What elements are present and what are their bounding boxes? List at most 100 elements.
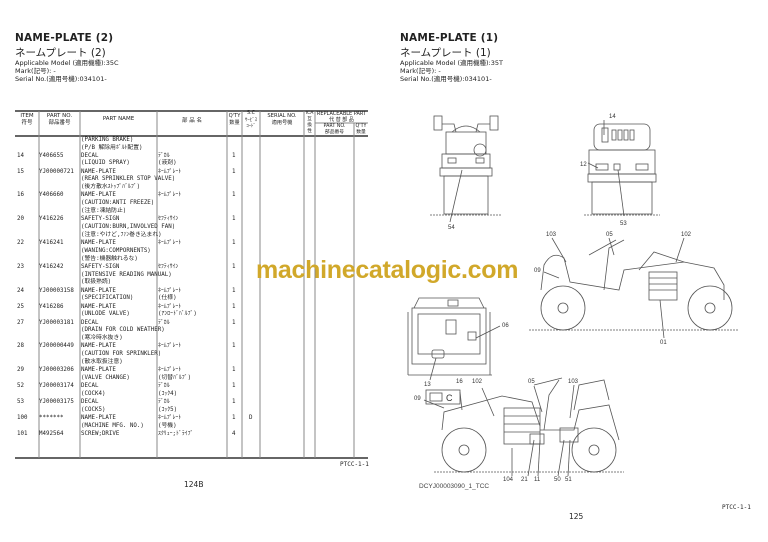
callout-21: 21	[521, 477, 528, 483]
left-page: NAME-PLATE (2) ネームプレート (2) Applicable Mo…	[15, 32, 369, 489]
part-name: DECAL	[81, 399, 99, 406]
item-number: 53	[17, 399, 24, 406]
part-name: (注意:やけど,ﾌｧﾝ巻き込まれ)	[81, 231, 162, 238]
part-name: (CAUTION:BURN,INVOLVED FAN)	[81, 223, 176, 230]
part-number: YJ00003158	[39, 287, 74, 294]
part-name: (PARKING BRAKE)	[81, 137, 134, 143]
quantity: 1	[232, 192, 236, 199]
item-number: 23	[17, 263, 24, 270]
table-frame	[15, 110, 368, 459]
part-name: (VALVE CHANGE)	[81, 374, 130, 381]
part-name: (寒冷時水抜き)	[81, 335, 123, 342]
machine-diagram: 54 14 12 53 103 05 102 09 01 06 13 C 16 …	[407, 114, 739, 483]
page-number: 124B	[184, 480, 204, 489]
quantity: 4	[232, 431, 236, 438]
callout-05b: 05	[528, 379, 535, 385]
item-number: 27	[17, 319, 24, 326]
applicable-model: Applicable Model (適用機種):35T	[400, 59, 503, 67]
applicable-model: Applicable Model (適用機種):35C	[15, 59, 119, 67]
part-name: (注意:凍結防止)	[81, 207, 127, 214]
part-name-jp: ﾈｰﾑﾌﾟﾚｰﾄ	[158, 240, 182, 246]
part-name-jp: ﾃﾞｶﾙ	[158, 319, 170, 326]
quantity: 1	[232, 343, 236, 350]
part-name: SCREW;DRIVE	[81, 431, 120, 438]
callout-09: 09	[534, 268, 541, 274]
part-name-jp: ｾﾌﾃｨｻｲﾝ	[158, 263, 179, 270]
callout-16: 16	[456, 379, 463, 385]
quantity: 1	[232, 263, 236, 270]
quantity: 1	[232, 168, 236, 175]
front-view	[430, 115, 502, 223]
part-name: DECAL	[81, 383, 99, 390]
part-name-jp: (ｺｯｸ5)	[158, 406, 178, 413]
callout-102: 102	[681, 232, 692, 238]
part-name: (CAUTION:ANTI FREEZE)	[81, 200, 155, 207]
item-number: 16	[17, 192, 24, 199]
part-number: M492564	[39, 431, 64, 438]
part-name-jp: (ｱﾝﾛｰﾄﾞﾊﾞﾙﾌﾞ)	[158, 311, 197, 318]
part-name-jp: ｾﾌﾃｨｻｲﾝ	[158, 216, 179, 223]
part-name: NAME-PLATE	[81, 415, 116, 422]
side-view-lower	[423, 377, 624, 477]
part-name-jp: ﾈｰﾑﾌﾟﾚｰﾄ	[158, 287, 182, 294]
part-number: Y416241	[39, 240, 64, 246]
callout-11: 11	[534, 477, 541, 483]
part-name-jp: (液剤)	[158, 160, 177, 167]
callout-12: 12	[580, 162, 587, 168]
part-name-jp: ﾃﾞｶﾙ	[158, 152, 170, 159]
part-number: *******	[39, 415, 64, 422]
item-number: 28	[17, 343, 24, 350]
part-name: DECAL	[81, 152, 99, 159]
part-name: (後方散水ｽﾄｯﾌﾟﾊﾞﾙﾌﾞ)	[81, 184, 141, 191]
quantity: 1	[232, 303, 236, 310]
service-code: D	[249, 415, 253, 422]
part-name: NAME-PLATE	[81, 287, 116, 294]
callout-53: 53	[620, 221, 627, 227]
callout-14: 14	[609, 114, 616, 120]
part-name-jp: (仕様)	[158, 295, 177, 302]
callout-50: 50	[554, 477, 561, 483]
item-number: 22	[17, 240, 24, 246]
callout-09b: 09	[414, 396, 421, 402]
part-name-jp: (号機)	[158, 422, 177, 429]
quantity: 1	[232, 240, 236, 246]
callout-01: 01	[660, 340, 667, 346]
part-name: (INTENSIVE READING MANUAL)	[81, 271, 172, 278]
mark: Mark(記号): -	[15, 67, 56, 75]
part-name: (CAUTION FOR SPRINKLER)	[81, 351, 162, 358]
item-number: 24	[17, 287, 24, 294]
part-name-jp: ｽｸﾘｭｰ;ﾄﾞﾗｲﾌﾞ	[158, 431, 194, 438]
applicability-info: Applicable Model (適用機種):35T Mark(記号): - …	[400, 59, 503, 83]
quantity: 1	[232, 383, 236, 390]
quantity: 1	[232, 216, 236, 223]
footer-code: PTCC-1-1	[722, 504, 751, 511]
quantity: 1	[232, 287, 236, 294]
part-name: NAME-PLATE	[81, 240, 116, 246]
part-name: (REAR SPRINKLER STOP VALVE)	[81, 176, 176, 183]
header-part-no: PART NO.部品番号	[46, 113, 73, 126]
serial-no: Serial No.(適用号機):034101-	[15, 75, 107, 83]
quantity: 1	[232, 367, 236, 374]
page-title-en: NAME-PLATE (2)	[15, 32, 114, 44]
part-name-jp: ﾈｰﾑﾌﾟﾚｰﾄ	[158, 343, 182, 350]
part-name-jp: ﾈｰﾑﾌﾟﾚｰﾄ	[158, 303, 182, 310]
part-name: (SPECIFICATION)	[81, 295, 134, 302]
panel-view	[407, 297, 501, 405]
callout-102b: 102	[472, 379, 483, 385]
serial-no: Serial No.(適用号機):034101-	[400, 75, 492, 83]
part-name-jp: ﾈｰﾑﾌﾟﾚｰﾄ	[158, 367, 182, 374]
part-name: (警告:機器触れるな)	[81, 255, 138, 262]
